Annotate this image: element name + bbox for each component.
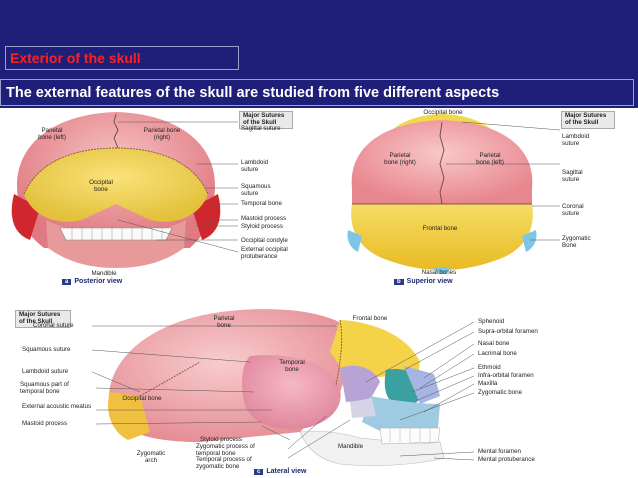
slide-header: Exterior of the skull The external featu…	[0, 0, 638, 108]
label-parietal: Parietal bone	[213, 315, 235, 329]
label-sagittal: Sagittal suture	[562, 169, 583, 183]
label-styloid: Styloid process	[241, 223, 283, 230]
label-ethmoid: Ethmoid	[478, 364, 501, 371]
label-protuberance: External occipital protuberance	[241, 246, 288, 260]
sutures-header: Major Sutures of the Skull	[561, 111, 615, 129]
label-mastoid: Mastoid process	[22, 420, 68, 427]
posterior-view-panel: Major Sutures of the Skull Parietal bone…	[0, 108, 322, 288]
label-parietal-right: Parietal bone (right)	[384, 152, 416, 166]
label-zyg-arch: Zygomatic arch	[136, 450, 166, 464]
label-lacrimal: Lacrimal bone	[478, 350, 517, 357]
label-zygomatic-bone: Zygomatic bone	[478, 389, 523, 396]
label-squamous-part: Squamous part of temporal bone	[20, 381, 69, 395]
label-mental-protuberance: Mental protuberance	[478, 456, 535, 463]
view-name: Posterior view	[74, 278, 123, 285]
label-squamous: Squamous suture	[22, 346, 71, 353]
label-parietal-left: Parietal bone (left)	[476, 152, 504, 166]
label-parietal-left: Parietal bone (left)	[38, 127, 66, 141]
view-letter-b: b	[394, 279, 404, 285]
superior-skull-illustration	[347, 114, 561, 274]
label-sphenoid: Sphenoid	[478, 318, 505, 325]
lateral-view-panel: Major Sutures of the Skull Coronal sutur…	[0, 292, 638, 478]
label-zygomatic: Zygomatic Bone	[562, 235, 591, 249]
label-acoustic: External acoustic meatus	[22, 403, 92, 410]
label-lambdoid: Lambdoid suture	[562, 133, 590, 147]
label-temporal-process: Temporal process of zygomatic bone	[196, 456, 252, 470]
sutures-header: Major Sutures of the Skull	[15, 310, 71, 328]
label-nasal: Nasal bone	[478, 340, 510, 347]
label-mandible: Mandible	[338, 443, 364, 450]
label-supraorbital: Supra-orbital foramen	[478, 328, 538, 335]
label-squamous: Squamous suture	[241, 183, 271, 197]
lateral-skull-illustration	[91, 309, 475, 466]
superior-view-panel: Major Sutures of the Skull Occipital bon…	[322, 108, 638, 288]
label-occipital: Occipital bone	[423, 109, 463, 116]
label-occipital: Occipital bone	[89, 179, 113, 193]
label-sagittal: Sagittal suture	[241, 125, 281, 132]
label-nasal: Nasal bones	[421, 269, 457, 276]
label-temporal: Temporal bone	[279, 359, 305, 373]
slide-title: Exterior of the skull	[5, 46, 239, 70]
slide-subtitle: The external features of the skull are s…	[0, 79, 634, 106]
label-zyg-process: Zygomatic process of temporal bone	[196, 443, 255, 457]
label-coronal: Coronal suture	[562, 203, 584, 217]
label-occipital: Occipital bone	[122, 395, 162, 402]
label-lambdoid: Lambdoid suture	[241, 159, 269, 173]
label-lambdoid: Lambdoid suture	[22, 368, 69, 375]
label-parietal-right: Parietal bone (right)	[143, 127, 181, 141]
view-letter-a: a	[62, 279, 72, 285]
label-styloid: Styloid process	[200, 436, 242, 443]
label-temporal: Temporal bone	[241, 200, 282, 207]
view-name: Superior view	[406, 278, 453, 285]
sutures-header: Major Sutures of the Skull	[239, 111, 293, 129]
posterior-skull-illustration	[11, 112, 239, 268]
label-coronal: Coronal suture	[33, 322, 74, 329]
label-mastoid: Mastoid process	[241, 215, 287, 222]
label-mental-foramen: Mental foramen	[478, 448, 521, 455]
label-maxilla: Maxilla	[478, 380, 498, 387]
label-mandible: Mandible	[91, 270, 117, 277]
label-frontal: Frontal bone	[352, 315, 388, 322]
label-frontal: Frontal bone	[422, 225, 458, 232]
label-infraorbital: Infra-orbital foramen	[478, 372, 534, 379]
view-name: Lateral view	[266, 468, 307, 475]
label-condyle: Occipital condyle	[241, 237, 288, 244]
view-letter-c: c	[254, 469, 264, 475]
